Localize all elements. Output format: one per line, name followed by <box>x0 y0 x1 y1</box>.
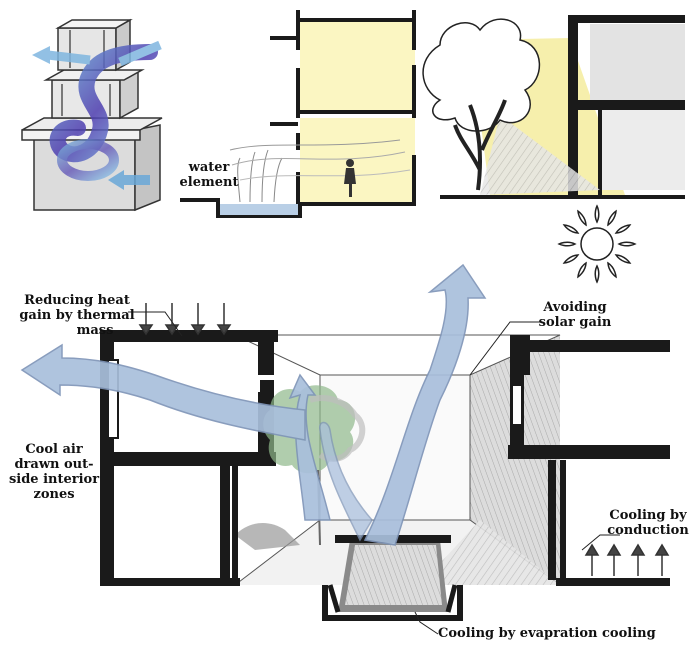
label-cool-air: Cool air drawn out- side interior zones <box>6 442 102 502</box>
label-conduction-line2: conduction <box>607 523 689 538</box>
label-cool-line2: drawn out- <box>14 457 94 472</box>
wind-tower-panel <box>21 18 163 212</box>
label-cooling-evaporation: Cooling by evapration cooling <box>438 626 656 641</box>
label-cooling-conduction: Cooling by conduction <box>600 508 696 538</box>
label-avoiding-solar: Avoiding solar gain <box>525 300 625 330</box>
tree-shading-panel <box>422 15 685 199</box>
conduction-arrows <box>584 543 670 576</box>
label-reducing-heat: Reducing heat gain by thermal mass <box>12 293 142 338</box>
airflow-arrow-icon <box>32 40 162 190</box>
label-avoiding-line1: Avoiding <box>543 300 607 315</box>
fountain-icon <box>229 139 411 203</box>
label-water-line2: element <box>179 175 239 190</box>
label-reducing-line2: gain by thermal <box>19 308 135 323</box>
heat-down-arrows <box>138 303 232 336</box>
label-avoiding-line2: solar gain <box>538 315 612 330</box>
label-reducing-line1: Reducing heat <box>24 293 130 308</box>
label-reducing-line3: mass <box>76 323 114 338</box>
person-icon <box>344 159 356 197</box>
tree-icon <box>422 18 541 191</box>
courtyard-section <box>20 263 670 635</box>
label-water-line1: water <box>188 160 230 175</box>
sun-icon <box>557 204 637 284</box>
label-cool-line1: Cool air <box>25 442 83 457</box>
water-element-panel <box>180 10 416 218</box>
label-conduction-line1: Cooling by <box>609 508 687 523</box>
airflow-arrow-icon <box>20 263 487 546</box>
label-water-element: water element <box>178 160 240 190</box>
label-cool-line3: side interior <box>8 472 100 487</box>
label-cool-line4: zones <box>33 487 75 502</box>
